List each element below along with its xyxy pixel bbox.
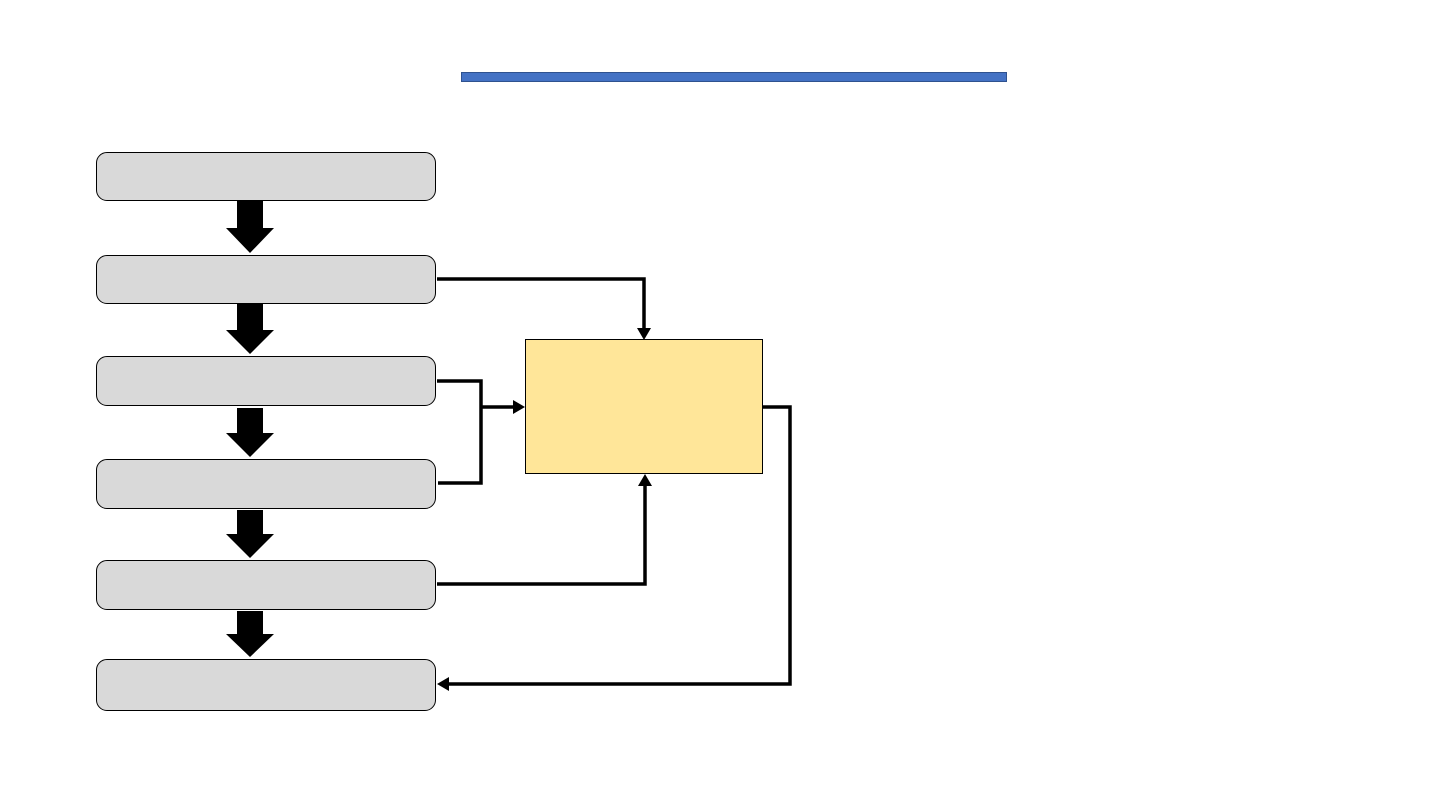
title-underline-bar [461,72,1007,82]
process-step-1 [96,152,436,201]
process-step-3 [96,356,436,406]
connector-step2-to-feedback [437,277,646,330]
process-step-5 [96,560,436,610]
flow-arrow-3-icon [226,408,274,457]
flow-arrow-4-icon [226,510,274,558]
flow-arrow-5-icon [226,611,274,657]
connector-step5-to-feedback [437,484,647,586]
flow-arrow-2-icon [226,304,274,354]
connector-feedback-arrowhead-icon [437,677,449,691]
connector-step5-arrowhead-icon [638,474,652,486]
process-step-2 [96,255,436,304]
feedback-box [525,339,763,474]
connector-merge-arrowhead-icon [513,400,525,414]
flow-arrow-1-icon [226,201,274,253]
process-step-4 [96,459,436,509]
connector-step3-step4-merge [437,379,483,485]
process-step-6 [96,659,436,711]
